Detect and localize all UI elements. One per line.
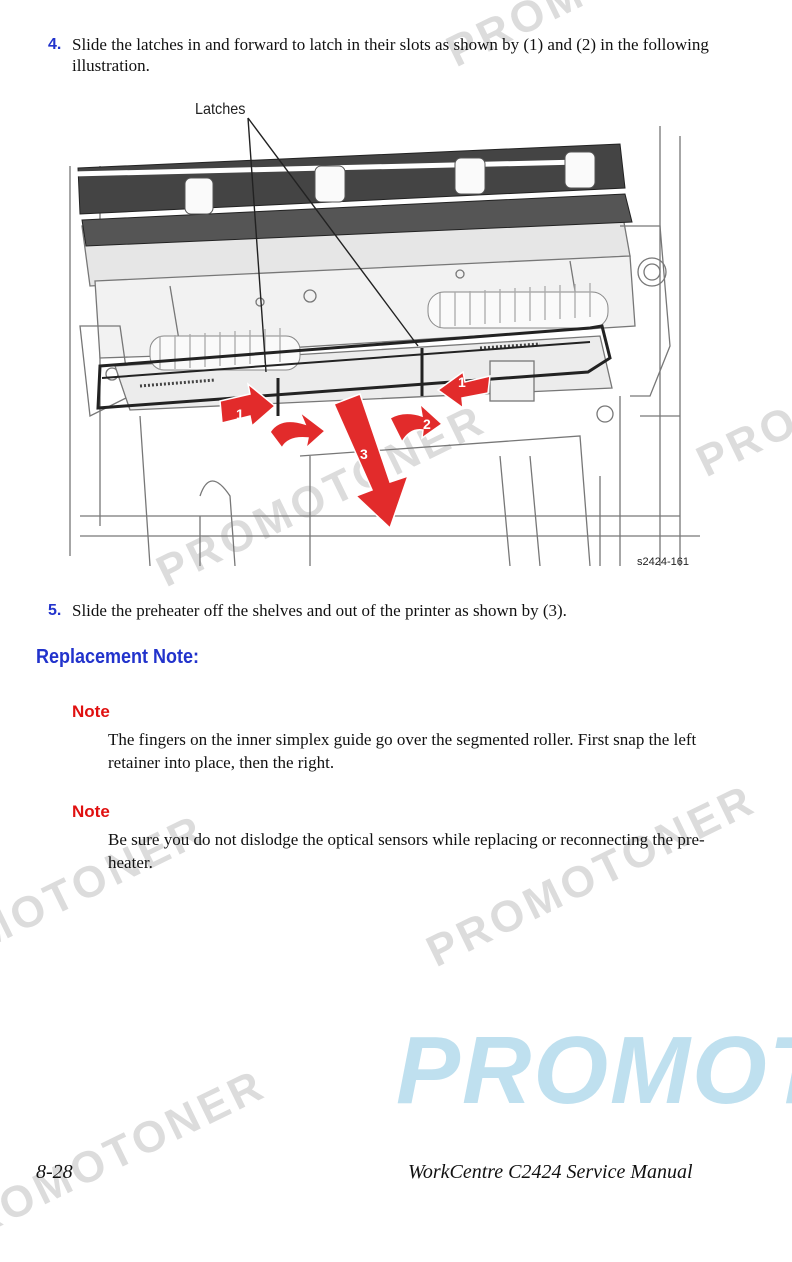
step-text: Slide the preheater off the shelves and … [72, 601, 567, 620]
callout-1: 1 [458, 374, 466, 390]
note-label: Note [72, 802, 110, 821]
step-number: 5. [48, 602, 62, 619]
callout-1: 1 [236, 406, 244, 422]
watermark-logo: PROMOT [396, 1017, 792, 1124]
latches-label: Latches [195, 101, 246, 118]
note-body: Be sure you do not dislodge the optical … [108, 830, 705, 872]
figure-id: s2424-161 [637, 556, 689, 568]
preheater-latches-figure: Latches s2424-161 1 1 2 2 3 [60, 96, 700, 580]
step-4: 4. Slide the latches in and forward to l… [48, 34, 722, 76]
watermark-text: PROMOTONER [689, 284, 792, 487]
page-number: 8-28 [36, 1161, 73, 1183]
step-number: 4. [48, 36, 62, 53]
section-heading: Replacement Note: [36, 646, 200, 668]
step-text: Slide the latches in and forward to latc… [72, 35, 709, 75]
note-body: The fingers on the inner simplex guide g… [108, 730, 697, 772]
manual-title: WorkCentre C2424 Service Manual [408, 1161, 693, 1183]
callout-2: 2 [423, 416, 431, 432]
callout-3: 3 [360, 446, 368, 462]
note-label: Note [72, 702, 110, 721]
printer-illustration [69, 117, 700, 566]
step-5: 5. Slide the preheater off the shelves a… [48, 600, 722, 621]
watermark-text: PROMOTONER [419, 774, 764, 977]
callout-2: 2 [297, 436, 305, 452]
